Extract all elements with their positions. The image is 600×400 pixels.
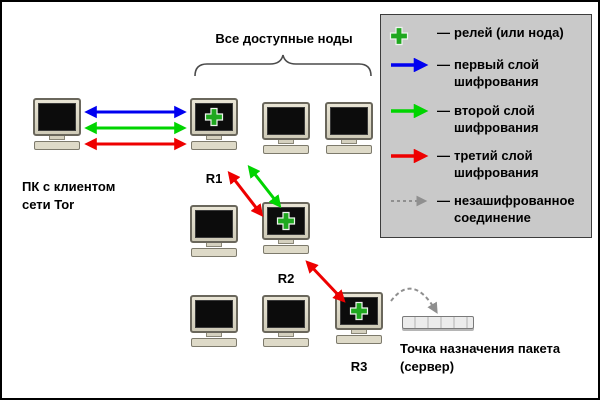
server-icon	[402, 316, 474, 329]
keyboard	[263, 245, 309, 254]
legend-label: второй слой шифрования	[454, 102, 539, 135]
client-pc-icon	[30, 98, 84, 150]
legend-dash: —	[437, 25, 450, 40]
relay-r3-icon	[332, 292, 386, 344]
screen	[267, 300, 305, 328]
screen	[195, 300, 233, 328]
node-icon	[187, 205, 241, 257]
unencrypted-arrow-icon	[389, 194, 437, 208]
legend-item-first-layer: — первый слой шифрования	[389, 57, 583, 91]
monitor	[262, 102, 310, 140]
monitor	[325, 102, 373, 140]
keyboard	[326, 145, 372, 154]
monitor	[33, 98, 81, 136]
relay-r1-icon	[187, 98, 241, 150]
third-layer-arrow-icon	[389, 148, 437, 163]
legend: — релей (или нода) — первый слой шифрова…	[380, 14, 592, 238]
legend-item-unencrypted: — незашифрованное соединение	[389, 193, 583, 227]
screen	[195, 210, 233, 238]
monitor	[190, 98, 238, 136]
monitor	[190, 295, 238, 333]
second-layer-arrow-icon	[389, 103, 437, 118]
relay-r2-icon	[259, 202, 313, 254]
relay-r2-label: R2	[277, 271, 295, 286]
client-pc-label: ПК с клиентом сети Tor	[22, 179, 116, 212]
keyboard	[191, 141, 237, 150]
legend-label: незашифрованное соединение	[454, 193, 575, 226]
legend-label: третий слой шифрования	[454, 147, 539, 180]
screen	[195, 103, 233, 131]
legend-label: релей (или нода)	[454, 25, 564, 40]
legend-dash: —	[437, 193, 450, 209]
relay-r1-label: R1	[205, 171, 223, 186]
nodes-brace	[194, 54, 372, 77]
legend-dash: —	[437, 102, 450, 118]
screen	[38, 103, 76, 131]
unencrypted-arrow-r3-server	[390, 287, 438, 314]
screen	[330, 107, 368, 135]
legend-item-relay: — релей (или нода)	[389, 25, 583, 46]
monitor	[262, 295, 310, 333]
relay-r3-label: R3	[350, 359, 368, 374]
legend-dash: —	[437, 147, 450, 163]
node-icon	[259, 102, 313, 154]
relay-plus-icon	[349, 301, 369, 321]
screen	[267, 107, 305, 135]
relay-plus-icon	[204, 107, 224, 127]
keyboard	[336, 335, 382, 344]
monitor	[335, 292, 383, 330]
legend-item-third-layer: — третий слой шифрования	[389, 148, 583, 182]
screen	[340, 297, 378, 325]
node-icon	[322, 102, 376, 154]
screen	[267, 207, 305, 235]
keyboard	[34, 141, 80, 150]
second-layer-arrow-r1-r2	[247, 165, 282, 208]
legend-item-second-layer: — второй слой шифрования	[389, 103, 583, 137]
legend-dash: —	[437, 57, 450, 73]
legend-label: первый слой шифрования	[454, 57, 539, 90]
node-icon	[187, 295, 241, 347]
server-label: Точка назначения пакета (сервер)	[400, 341, 561, 374]
keyboard	[191, 248, 237, 257]
relay-plus-icon	[276, 211, 296, 231]
keyboard	[263, 145, 309, 154]
monitor	[190, 205, 238, 243]
first-layer-arrow-icon	[389, 58, 437, 73]
available-nodes-title: Все доступные ноды	[215, 31, 353, 46]
monitor	[262, 202, 310, 240]
relay-plus-icon	[389, 26, 437, 46]
node-icon	[259, 295, 313, 347]
keyboard	[263, 338, 309, 347]
keyboard	[191, 338, 237, 347]
